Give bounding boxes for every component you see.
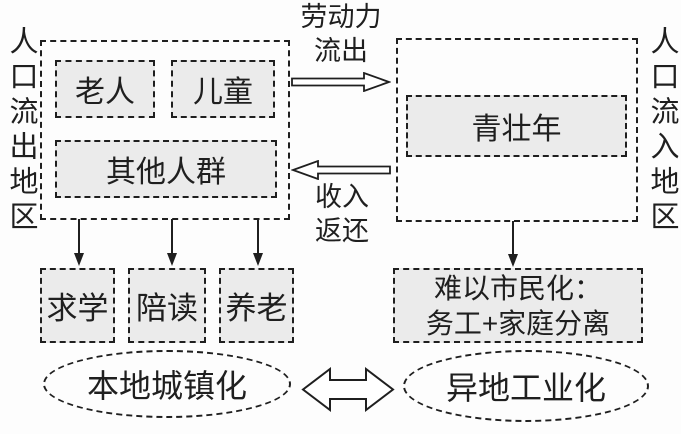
- remote-industrialization-ellipse: 异地工业化: [403, 350, 649, 422]
- income-return-label-line1: 收入: [315, 182, 369, 212]
- labor-outflow-label: 劳动力 流出: [288, 0, 394, 68]
- inflow-group-box: [396, 38, 638, 222]
- citizenization-issue-line1: 难以市民化：: [433, 272, 602, 304]
- labor-outflow-label-line2: 流出: [314, 36, 368, 66]
- citizenization-issue-box: 难以市民化： 务工+家庭分离: [393, 268, 643, 343]
- labor-outflow-arrow-icon: [291, 72, 391, 92]
- outflow-group-box: [40, 40, 290, 220]
- down-arrow-issue-icon: [506, 221, 520, 267]
- income-return-label: 收入 返还: [292, 180, 392, 248]
- down-arrow-eldercare-icon: [251, 219, 265, 266]
- eldercare-box: 养老: [219, 268, 294, 343]
- accompany-study-box: 陪读: [128, 268, 206, 343]
- income-return-arrow-icon: [291, 160, 391, 180]
- outflow-region-label: 人口流出地区: [5, 26, 37, 236]
- income-return-label-line2: 返还: [315, 216, 369, 246]
- citizenization-issue-line2: 务工+家庭分离: [425, 307, 611, 339]
- local-urbanization-ellipse: 本地城镇化: [43, 350, 291, 418]
- inflow-region-label: 人口流入地区: [646, 26, 678, 236]
- down-arrow-accompany-icon: [165, 219, 179, 266]
- other-people-box: 其他人群: [55, 140, 277, 198]
- children-box: 儿童: [171, 60, 275, 118]
- exchange-arrow-icon: [301, 367, 395, 412]
- elderly-box: 老人: [55, 60, 155, 118]
- study-box: 求学: [40, 268, 115, 343]
- young-adults-box: 青壮年: [406, 95, 627, 157]
- down-arrow-study-icon: [72, 219, 86, 266]
- labor-outflow-label-line1: 劳动力: [300, 2, 382, 32]
